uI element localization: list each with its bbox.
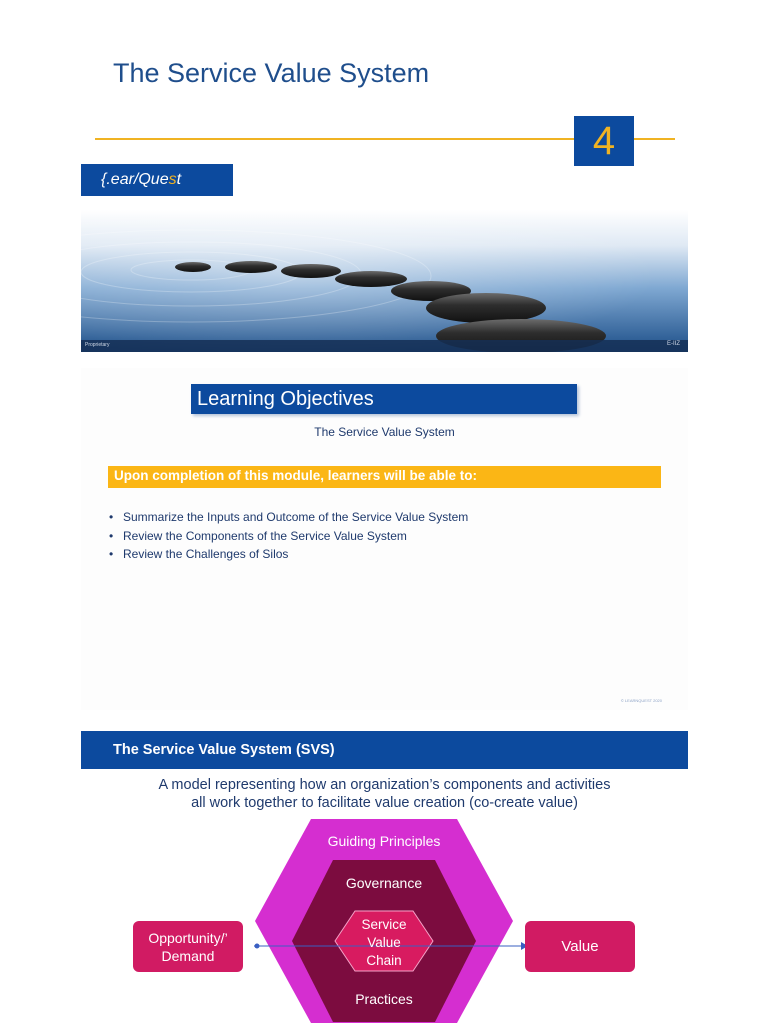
value-box (525, 921, 635, 972)
footer-right-text: E-IIZ (667, 341, 680, 347)
learning-objectives-slide: Learning Objectives The Service Value Sy… (81, 368, 688, 710)
list-item: •Summarize the Inputs and Outcome of the… (109, 508, 468, 527)
svs-diagram (133, 819, 635, 1023)
stone-6 (426, 293, 546, 323)
opportunity-demand-box (133, 921, 243, 972)
stone-2 (225, 261, 277, 273)
footer-left-text: Proprietary (85, 342, 110, 348)
guiding-principles-label: Guiding Principles (327, 833, 441, 849)
objectives-list: •Summarize the Inputs and Outcome of the… (109, 508, 468, 564)
list-item: •Review the Components of the Service Va… (109, 527, 468, 546)
brand-logo: {.ear/Quest (81, 164, 233, 196)
accent-divider (95, 138, 675, 140)
module-number-badge: 4 (574, 116, 634, 166)
governance-label: Governance (345, 875, 423, 891)
brand-text-suffix: t (176, 171, 182, 188)
bullet-icon: • (109, 547, 114, 561)
brand-text-mark: s (168, 171, 177, 188)
stone-3 (281, 264, 341, 278)
arrow-start-dot (254, 943, 260, 949)
title-slide: The Service Value System 4 {.ear/Quest (81, 10, 688, 352)
value-label: Value (561, 938, 599, 955)
objectives-heading: Learning Objectives (191, 384, 577, 414)
bullet-icon: • (109, 510, 114, 524)
service-value-chain-hexagon (334, 910, 434, 972)
objectives-subtitle: The Service Value System (314, 425, 455, 439)
arrow-head-icon (521, 942, 528, 950)
slide-title: The Service Value System (113, 58, 430, 88)
list-item: •Review the Challenges of Silos (109, 545, 468, 564)
stone-4 (335, 271, 407, 287)
svs-heading: The Service Value System (SVS) (81, 731, 688, 769)
service-value-chain-label: Service Value Chain (361, 917, 407, 968)
brand-text-prefix: {.ear/Que (101, 171, 169, 188)
svs-slide: The Service Value System (SVS) A model r… (81, 731, 688, 1024)
practices-label: Practices (355, 991, 413, 1007)
copyright-footer: © LEARNQUEST 2020 (620, 698, 662, 703)
stepping-stones-image (81, 210, 688, 352)
completion-banner: Upon completion of this module, learners… (108, 466, 661, 488)
opportunity-demand-label: Opportunity/’ Demand (148, 930, 228, 964)
bullet-icon: • (109, 528, 114, 543)
stone-1 (175, 262, 211, 272)
svs-description: A model representing how an organization… (158, 777, 611, 811)
